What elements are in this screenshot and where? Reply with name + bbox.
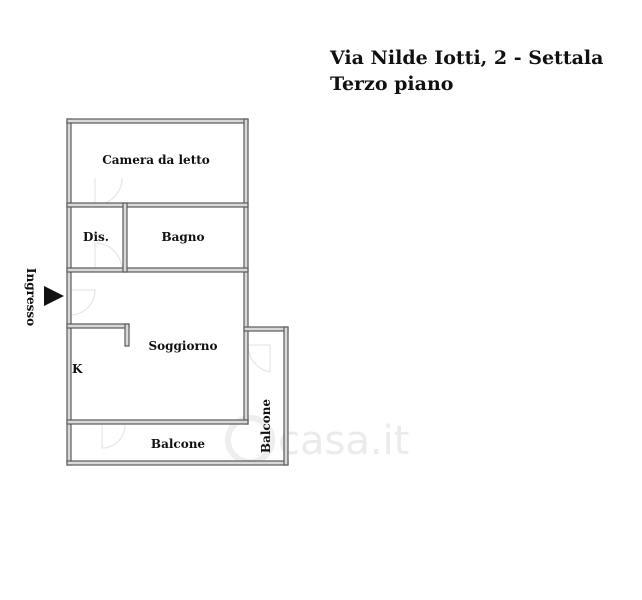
plan-title-block: Via Nilde Iotti, 2 - Settala Terzo piano	[330, 45, 603, 97]
address-title: Via Nilde Iotti, 2 - Settala	[330, 47, 604, 69]
entrance-arrow-icon	[44, 286, 64, 306]
entrance-label: Ingresso	[24, 268, 38, 326]
room-soggiorno: Soggiorno	[148, 339, 217, 353]
watermark-text: casa.it	[278, 418, 409, 464]
room-balcone-side: Balcone	[259, 399, 273, 454]
room-balcone-bottom: Balcone	[151, 437, 206, 451]
door-swings	[69, 177, 271, 449]
floor-subtitle: Terzo piano	[330, 73, 454, 95]
room-kitchen: K	[72, 362, 83, 376]
room-bagno: Bagno	[161, 230, 204, 244]
walls	[66, 118, 289, 466]
casa-watermark: casa.it	[225, 415, 409, 465]
room-disimpegno: Dis.	[83, 230, 109, 244]
room-camera-da-letto: Camera da letto	[102, 153, 210, 167]
